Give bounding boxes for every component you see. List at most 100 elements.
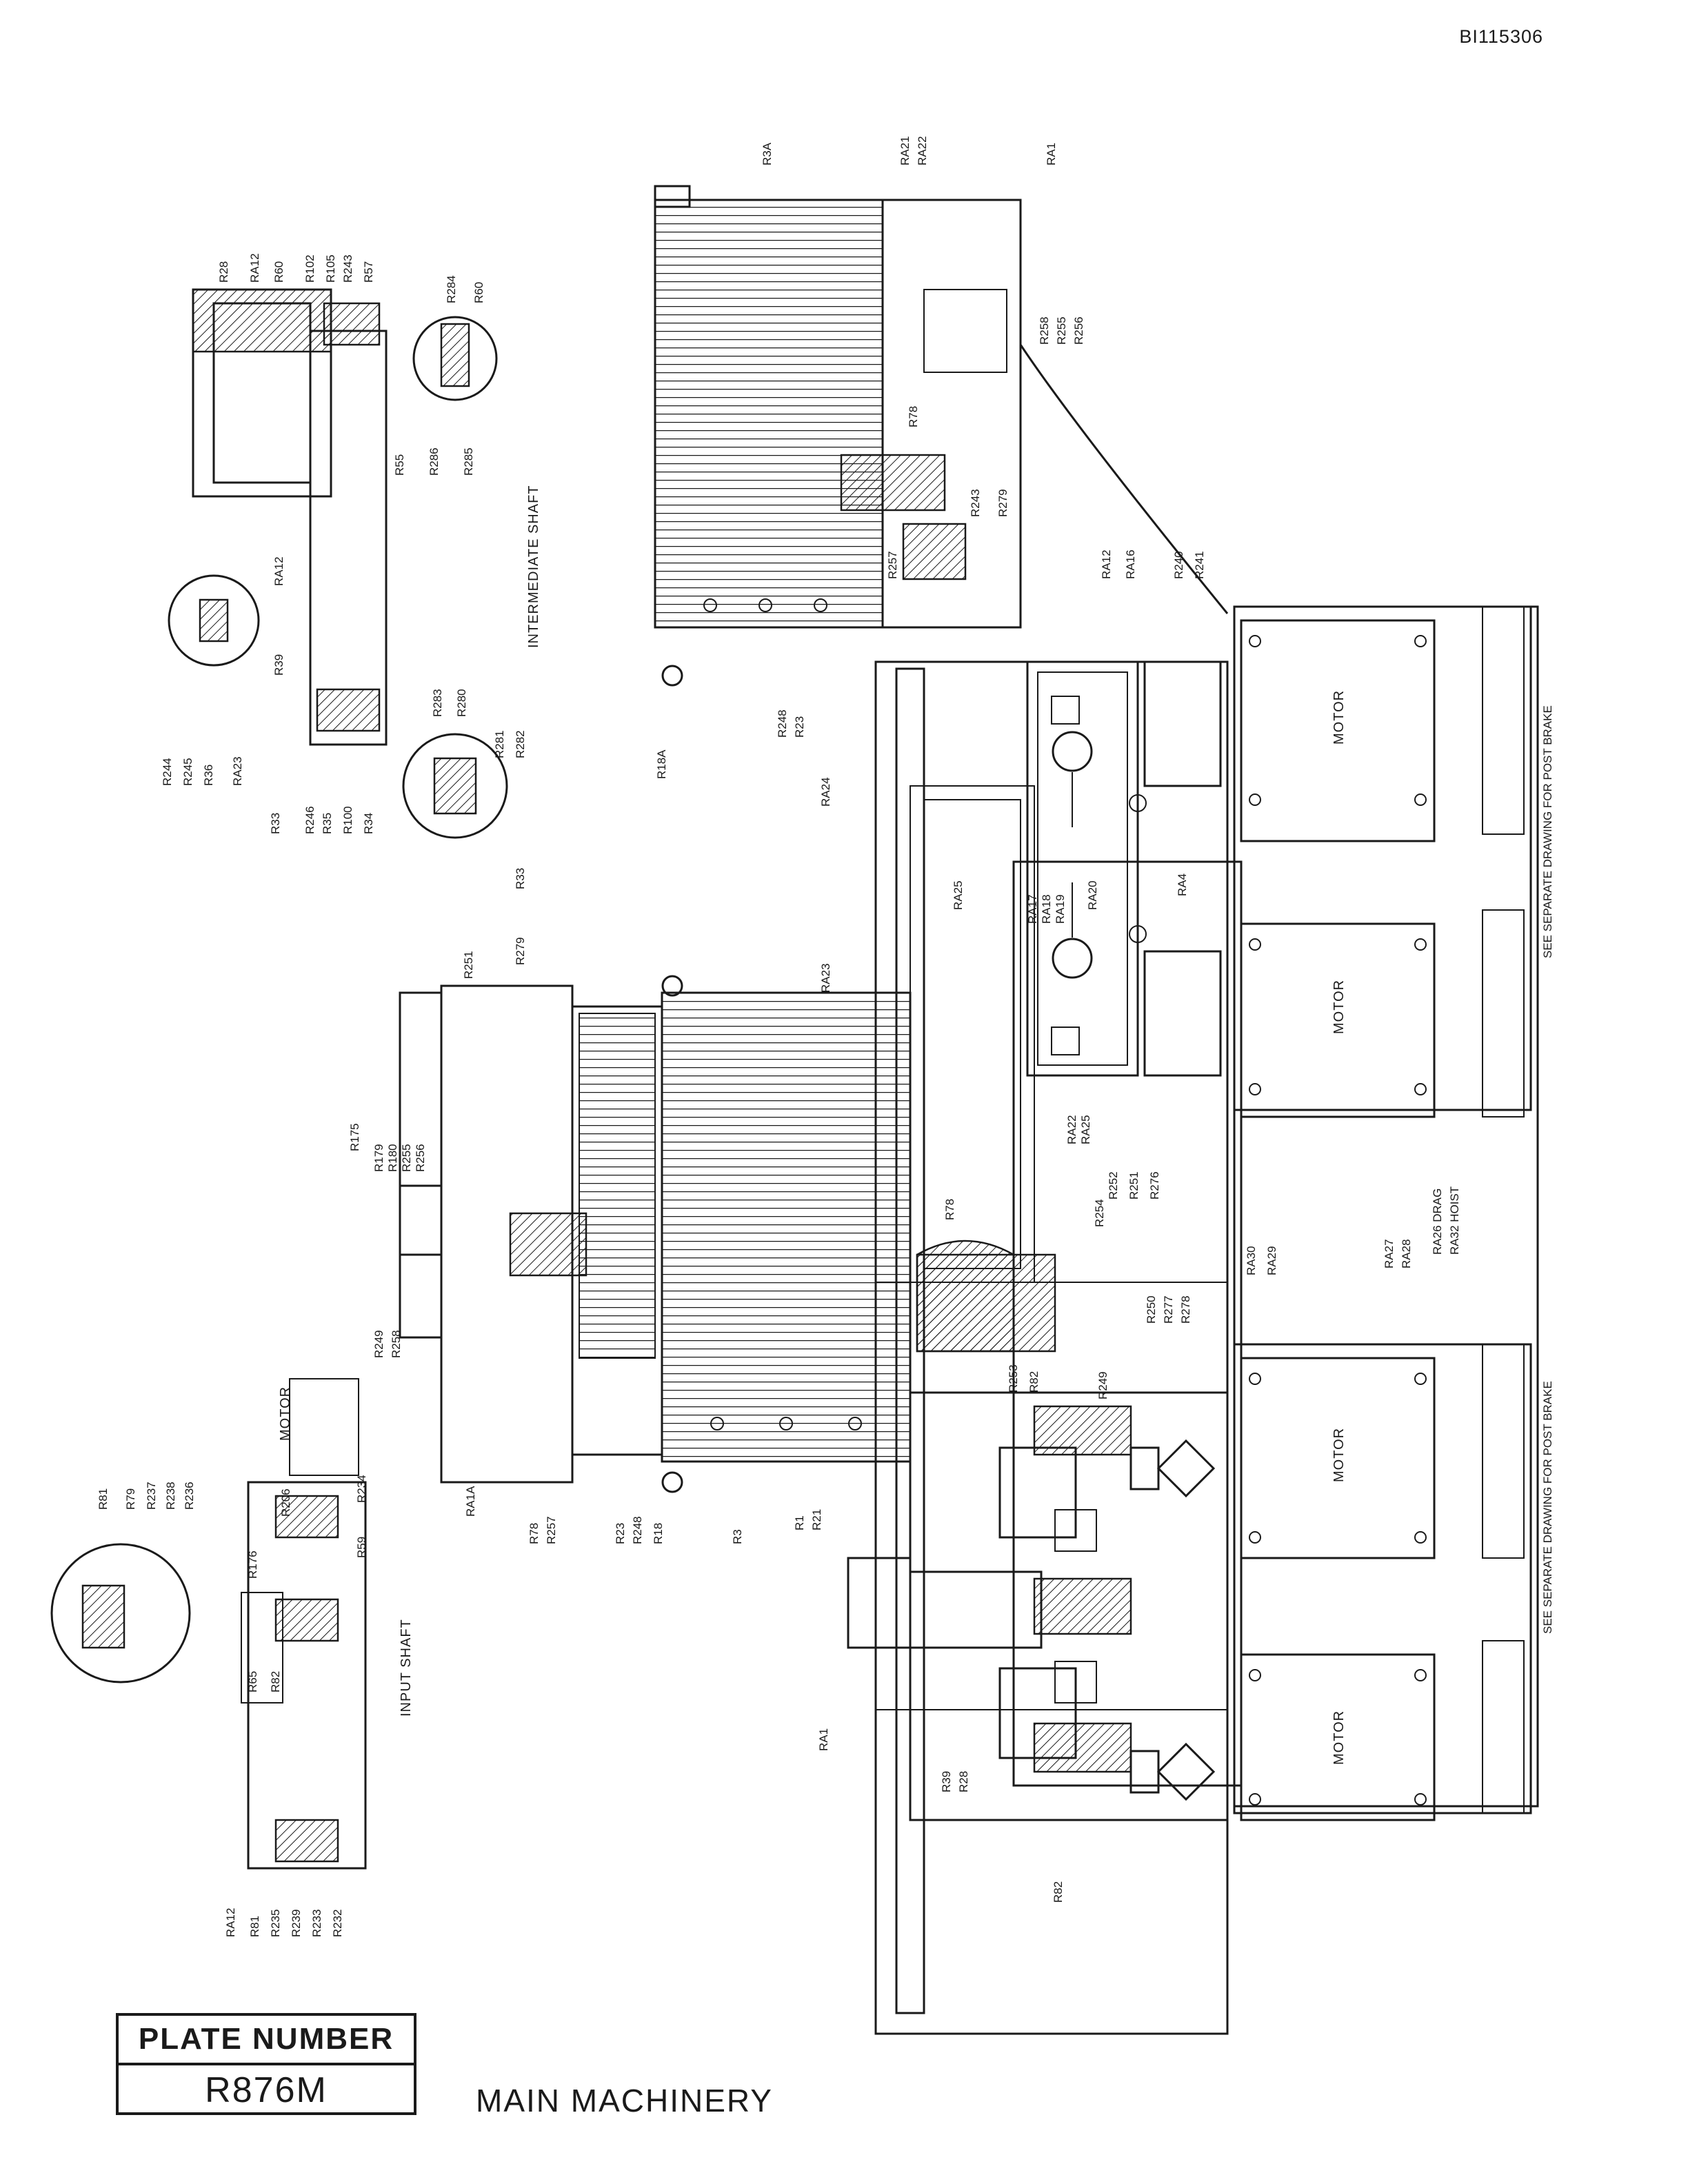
- motor-2-label: MOTOR: [1332, 980, 1347, 1034]
- plate-title: MAIN MACHINERY: [476, 2083, 773, 2119]
- callout: RA29: [1265, 1246, 1278, 1275]
- callout: RA24: [819, 777, 832, 807]
- callout: R254: [1093, 1199, 1106, 1227]
- callout: R59: [355, 1537, 368, 1558]
- brake-note-upper: SEE SEPARATE DRAWING FOR POST BRAKE: [1541, 705, 1554, 958]
- callout: R256: [1072, 316, 1085, 345]
- callout: R82: [1052, 1881, 1065, 1903]
- callout: R278: [1179, 1295, 1192, 1324]
- callout: RA23: [231, 756, 244, 786]
- motor-bottom-pair-frame: [1233, 1343, 1532, 1814]
- callout: RA30: [1245, 1246, 1258, 1275]
- callout: R258: [390, 1330, 403, 1358]
- callout: R176: [246, 1550, 259, 1579]
- callout: R251: [1127, 1171, 1141, 1200]
- motor-bank: [1233, 605, 1539, 1821]
- motor-4-body: [1240, 1653, 1436, 1821]
- callout: RA23: [819, 963, 832, 993]
- callout: RA12: [272, 556, 285, 586]
- callout: RA1A: [464, 1486, 477, 1517]
- plate-number-value: R876M: [205, 2070, 328, 2110]
- callout: R79: [124, 1488, 137, 1510]
- callout: R277: [1162, 1295, 1175, 1324]
- callout: R248: [776, 709, 789, 738]
- callout: R35: [321, 813, 334, 834]
- drum-upper: [654, 185, 1229, 687]
- callout: R243: [341, 254, 354, 283]
- callout: R82: [269, 1671, 282, 1692]
- callout: R258: [1038, 316, 1051, 345]
- callout: RA18: [1040, 894, 1053, 924]
- motor-top-pair-frame: [1233, 605, 1532, 1111]
- callout: R238: [164, 1482, 177, 1510]
- callout: R102: [303, 254, 316, 283]
- callout: R28: [217, 261, 230, 283]
- callout: RA19: [1054, 894, 1067, 924]
- callout: R249: [372, 1330, 385, 1358]
- motor-2-body: [1240, 922, 1436, 1118]
- callout: R33: [269, 813, 282, 834]
- callout: R257: [545, 1516, 558, 1544]
- callout: R255: [1055, 316, 1068, 345]
- callout: RA12: [1100, 549, 1113, 579]
- callout: R39: [940, 1771, 953, 1792]
- callout: RA28: [1400, 1239, 1413, 1268]
- callout: RA20: [1086, 880, 1099, 910]
- intermediate-shaft-label: INTERMEDIATE SHAFT: [526, 485, 541, 648]
- callout: R34: [362, 813, 375, 834]
- callout: R276: [1148, 1171, 1161, 1200]
- callout: R250: [1145, 1295, 1158, 1324]
- callout: R241: [1193, 551, 1206, 579]
- callout: R236: [183, 1482, 196, 1510]
- callout: R283: [431, 689, 444, 717]
- labels: INTERMEDIATE SHAFT INPUT SHAFT MOTOR MOT…: [278, 485, 1554, 1765]
- callout: R280: [455, 689, 468, 717]
- callout: R281: [493, 730, 506, 758]
- callout: R256: [414, 1144, 427, 1172]
- input-shaft-detail: [50, 1378, 367, 1870]
- callout: R39: [272, 654, 285, 676]
- callout: R232: [331, 1909, 344, 1937]
- motor-4-label: MOTOR: [1332, 1710, 1347, 1765]
- callout: RA21: [898, 136, 912, 165]
- callout: R206: [279, 1488, 292, 1517]
- callout: RA12: [224, 1908, 237, 1937]
- callout: R1: [793, 1515, 806, 1530]
- callout: RA27: [1383, 1239, 1396, 1268]
- brake-note-lower: SEE SEPARATE DRAWING FOR POST BRAKE: [1541, 1381, 1554, 1634]
- callout: RA16: [1124, 549, 1137, 579]
- callout: R65: [246, 1671, 259, 1692]
- gear-case: [1026, 660, 1222, 1077]
- callout: RA1: [1045, 143, 1058, 165]
- callout: R78: [943, 1199, 956, 1220]
- callout: R78: [907, 406, 920, 427]
- callout: R3: [731, 1529, 744, 1544]
- callout: R23: [614, 1523, 627, 1544]
- callout: R18A: [655, 749, 668, 779]
- callout: R33: [514, 868, 527, 889]
- callout: R279: [514, 937, 527, 965]
- callout: RA4: [1176, 873, 1189, 896]
- callout: R81: [248, 1916, 261, 1937]
- callout: R233: [310, 1909, 323, 1937]
- callout: R57: [362, 261, 375, 283]
- callout: R60: [272, 261, 285, 283]
- callout: R179: [372, 1144, 385, 1172]
- callout: RA22: [916, 136, 929, 165]
- callout: R255: [400, 1144, 413, 1172]
- callout: R252: [1107, 1171, 1120, 1200]
- callout: R244: [161, 758, 174, 786]
- callout: R279: [996, 489, 1009, 517]
- callout: RA25: [952, 880, 965, 910]
- callouts: R28 RA12 R60 R102 R105 R243 R57 R55 R284…: [97, 136, 1413, 1937]
- lower-gearbox: [847, 1391, 1229, 1821]
- callout: RA12: [248, 253, 261, 283]
- callout: R284: [445, 275, 458, 303]
- callout: R60: [472, 282, 485, 303]
- intermediate-shaft-detail: [168, 288, 508, 839]
- input-shaft-label: INPUT SHAFT: [399, 1619, 414, 1717]
- motor-1-body: [1240, 619, 1436, 842]
- callout: R18: [652, 1523, 665, 1544]
- motor-1-label: MOTOR: [1332, 690, 1347, 745]
